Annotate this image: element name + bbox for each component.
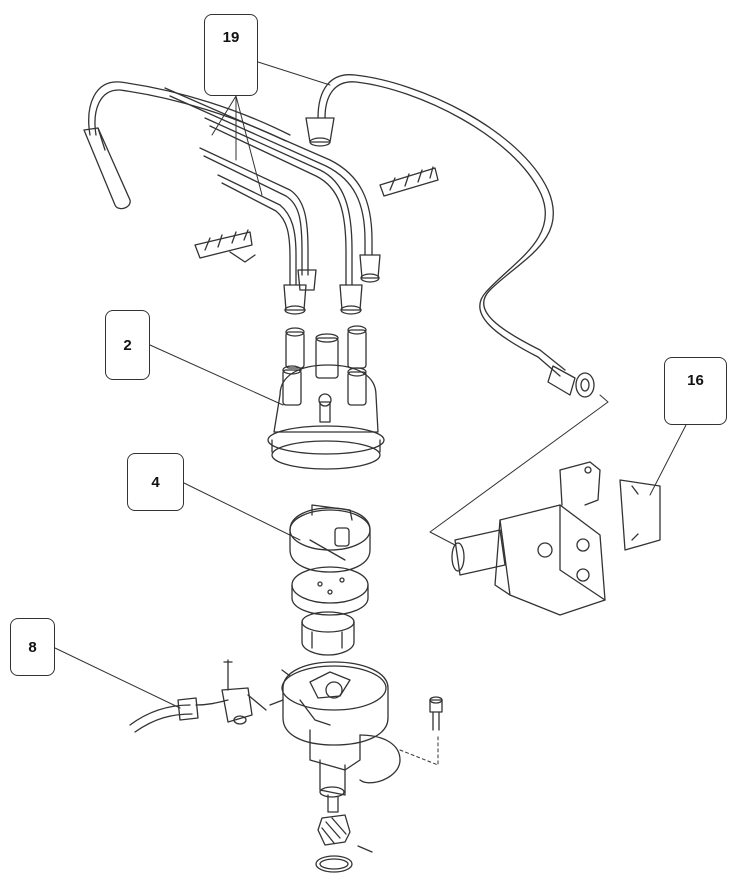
spark-plug-wires: [84, 75, 594, 397]
leader-19: [212, 62, 330, 195]
ignition-coil: [452, 462, 660, 615]
callout-19: 19: [204, 14, 258, 96]
drive-gear: [316, 815, 372, 872]
distributor-body: [270, 662, 400, 812]
leader-8: [55, 648, 180, 708]
leader-16: [650, 425, 686, 495]
callout-16: 16: [664, 357, 727, 425]
hold-down-bolt: [400, 697, 442, 765]
pickup-ring: [302, 612, 354, 655]
leader-4: [184, 483, 300, 540]
callout-2: 2: [105, 310, 150, 380]
leader-2: [150, 345, 283, 405]
breaker-plate: [292, 567, 368, 615]
distributor-cap: [268, 326, 384, 469]
distributor-wiring-connector: [130, 660, 266, 732]
wire-to-coil-dashed: [430, 395, 608, 545]
rotor: [290, 505, 370, 572]
callout-4: 4: [127, 453, 184, 511]
callout-8: 8: [10, 618, 55, 676]
